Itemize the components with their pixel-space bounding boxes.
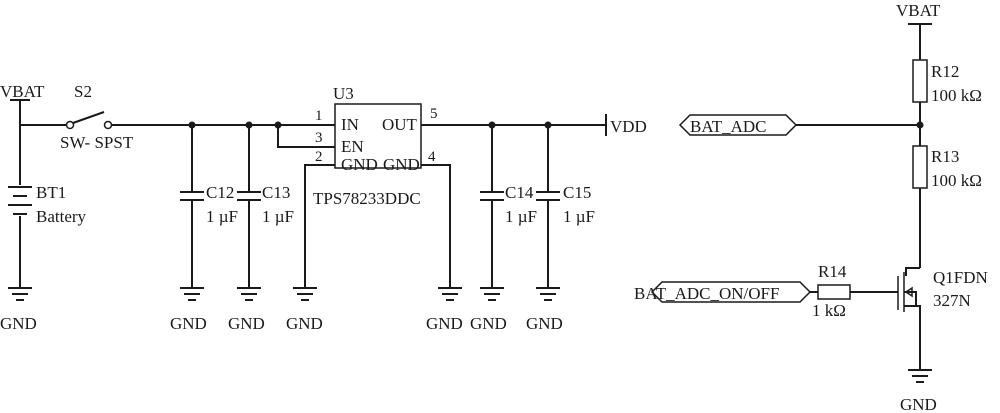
capacitor-ref: C14 xyxy=(505,183,534,202)
gnd-label: GND xyxy=(170,314,207,333)
switch-ref: S2 xyxy=(74,82,92,101)
resistor-value: 100 kΩ xyxy=(931,86,982,105)
net-label-bat-adc-on-off: BAT_ADC_ON/OFF xyxy=(634,281,818,303)
capacitor-value: 1 µF xyxy=(505,207,537,226)
switch-value: SW- SPST xyxy=(60,133,134,152)
resistor-ref: R12 xyxy=(931,62,959,81)
ground-symbol: GND xyxy=(286,287,323,333)
capacitor-c15: C15 1 µF GND xyxy=(526,125,595,333)
capacitor-c12: C12 1 µF GND xyxy=(170,125,238,333)
ground-symbol: GND xyxy=(0,287,37,333)
pin-number: 5 xyxy=(430,106,438,122)
battery-value: Battery xyxy=(36,207,87,226)
pin-name: EN xyxy=(341,137,364,156)
capacitor-ref: C13 xyxy=(262,183,290,202)
net-label-text: BAT_ADC_ON/OFF xyxy=(634,284,779,303)
pin-number: 1 xyxy=(315,108,323,124)
pin-number: 4 xyxy=(428,149,436,165)
gnd-label: GND xyxy=(426,314,463,333)
resistor-ref: R13 xyxy=(931,147,959,166)
net-label-bat-adc: BAT_ADC xyxy=(678,114,920,136)
gnd-label: GND xyxy=(228,314,265,333)
resistor-r13: R13 100 kΩ xyxy=(912,145,982,190)
vbat-left-label: VBAT xyxy=(0,82,45,101)
capacitor-value: 1 µF xyxy=(206,207,238,226)
transistor-label-line2: 327N xyxy=(933,291,971,310)
gnd-label: GND xyxy=(470,314,507,333)
capacitor-ref: C15 xyxy=(563,183,591,202)
gnd-label: GND xyxy=(900,395,937,413)
vdd-label: VDD xyxy=(610,117,647,136)
capacitor-value: 1 µF xyxy=(262,207,294,226)
regulator-part: TPS78233DDC xyxy=(313,189,421,208)
gnd-label: GND xyxy=(526,314,563,333)
vdd-power-symbol: VDD xyxy=(605,114,647,136)
resistor-ref: R14 xyxy=(818,262,847,281)
pin-number: 2 xyxy=(315,149,323,165)
gnd-label: GND xyxy=(286,314,323,333)
transistor-label-line1: Q1FDN xyxy=(933,268,988,287)
resistor-value: 100 kΩ xyxy=(931,171,982,190)
battery-ref: BT1 xyxy=(36,183,66,202)
capacitor-ref: C12 xyxy=(206,183,234,202)
gnd-label: GND xyxy=(0,314,37,333)
capacitor-c14: C14 1 µF GND xyxy=(470,125,537,333)
capacitor-value: 1 µF xyxy=(563,207,595,226)
switch-s2: S2 SW- SPST xyxy=(20,82,134,152)
vbat-left-power-symbol: VBAT xyxy=(0,82,45,125)
capacitor-c13: C13 1 µF GND xyxy=(228,125,294,333)
mosfet-q1: Q1FDN 327N xyxy=(860,267,988,370)
regulator-ref: U3 xyxy=(333,84,354,103)
regulator-u3: U3 TPS78233DDC 1 IN 3 EN 2 GND 5 OUT 4 G… xyxy=(304,84,451,288)
pin-name: OUT xyxy=(382,115,418,134)
resistor-r12: R12 100 kΩ xyxy=(912,59,982,105)
net-label-text: BAT_ADC xyxy=(690,117,767,136)
vbat-right-power-symbol: VBAT xyxy=(896,1,941,60)
ground-symbol: GND xyxy=(900,369,937,413)
battery-bt1: BT1 Battery xyxy=(8,125,87,288)
vbat-right-label: VBAT xyxy=(896,1,941,20)
pin-name: IN xyxy=(341,115,359,134)
resistor-r14: R14 1 kΩ xyxy=(812,262,860,320)
pin-name: GND xyxy=(383,155,420,174)
resistor-value: 1 kΩ xyxy=(812,301,846,320)
ground-symbol: GND xyxy=(426,287,463,333)
pin-number: 3 xyxy=(315,130,323,146)
pin-name: GND xyxy=(341,155,378,174)
